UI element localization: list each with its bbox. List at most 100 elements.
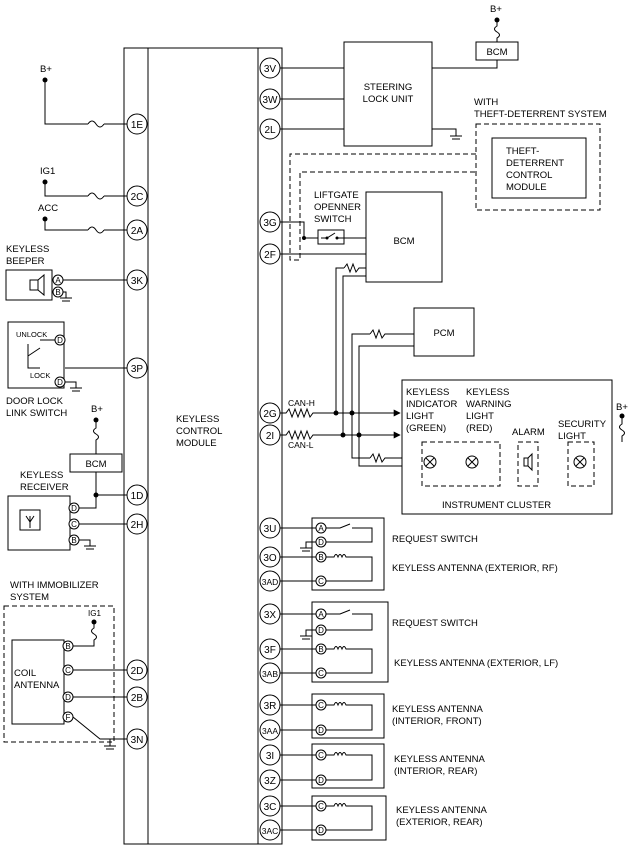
indicator-label-4: (GREEN) [406,423,446,434]
pin-3U: 3U [264,524,277,535]
coil-pin-b: B [65,642,70,651]
right-pins: 3V 3W 2L 3G 2F 2G 2I 3U 3O 3AD 3X 3F 3AB… [259,57,281,841]
pin-3AD: 3AD [262,577,279,587]
ext-rear-antenna: C D KEYLESS ANTENNA (EXTERIOR, REAR) [280,795,487,841]
cluster-title: INSTRUMENT CLUSTER [442,500,551,511]
pin-2B: 2B [131,693,144,704]
liftgate-label-3: SWITCH [314,214,352,225]
pcm: PCM [413,307,475,357]
instrument-cluster: KEYLESS INDICATOR LIGHT (GREEN) KEYLESS … [401,379,628,515]
receiver-label-2: RECEIVER [20,482,69,493]
pin-3V: 3V [264,64,277,75]
beeper-pin-a: A [55,276,61,285]
pin-2A: 2A [131,226,144,237]
bcm-label-left: BCM [85,459,106,470]
pin-3AA: 3AA [262,726,278,736]
pin-2C: 2C [131,192,144,203]
beeper-label-1: KEYLESS [6,244,49,255]
left-pins: 1E 2C 2A 3K 3P 1D 2H 2D 2B 3N [126,113,148,750]
int-rear-label-2: (INTERIOR, REAR) [394,766,477,777]
int-front-antenna: C D KEYLESS ANTENNA (INTERIOR, FRONT) [280,693,483,739]
pin-3G: 3G [263,218,277,229]
int-rear-pin-c: C [318,751,324,760]
pin-2L: 2L [264,125,276,136]
theft-module-label-4: MODULE [506,182,547,193]
rf-request-switch-label: REQUEST SWITCH [392,534,478,545]
bcm-label-mid: BCM [393,236,414,247]
coil-pin-f: F [66,713,71,722]
ext-rear-label-2: (EXTERIOR, REAR) [396,817,483,828]
indicator-lamp-icon [423,455,437,469]
pin-2D: 2D [131,666,144,677]
power-acc-2a: ACC [38,203,127,234]
pin-3P: 3P [131,364,144,375]
can-h-label: CAN-H [288,398,315,408]
can-bus: CAN-H CAN-L [280,262,414,467]
bplus-label-2: B+ [91,404,103,415]
rf-pin-b: B [318,553,323,562]
coil-label-2: ANTENNA [14,680,60,691]
lock-switch-pin-1: D [57,336,63,345]
coil-pin-c: C [65,666,71,675]
steering-lock-unit: STEERING LOCK UNIT [280,41,498,147]
module-label-3: MODULE [176,438,217,449]
pin-3F: 3F [264,645,276,656]
ext-rear-label-1: KEYLESS ANTENNA [396,805,487,816]
pin-1E: 1E [131,120,144,131]
security-label-1: SECURITY [558,419,607,430]
bcm-top: B+ BCM [475,4,519,61]
pin-2F: 2F [264,250,276,261]
ext-rear-pin-d: D [318,826,324,835]
theft-module-label-3: CONTROL [506,170,552,181]
pin-3O: 3O [263,553,277,564]
pin-3I: 3I [266,751,274,762]
receiver-pin-c: C [71,520,77,529]
warning-label-1: KEYLESS [466,387,509,398]
pin-3C: 3C [264,802,277,813]
security-label-2: LIGHT [558,431,586,442]
pin-3X: 3X [264,610,277,621]
power-bplus-1e: B+ [40,64,127,128]
alarm-buzzer-icon [523,457,529,467]
rf-pin-a: A [318,524,324,533]
lf-request-antenna: A D B C REQUEST SWITCH KEYLESS ANTENNA (… [280,601,558,683]
indicator-label-1: KEYLESS [406,387,449,398]
beeper-pin-b: B [55,288,60,297]
can-l-label: CAN-L [288,440,314,450]
lf-antenna-label: KEYLESS ANTENNA (EXTERIOR, LF) [394,658,558,669]
bcm-label-top: BCM [486,47,507,58]
rf-pin-d: D [318,538,324,547]
warning-label-4: (RED) [466,423,492,434]
pcm-label: PCM [433,328,454,339]
warning-label-3: LIGHT [466,411,494,422]
ig1-label: IG1 [40,166,55,177]
ig1-label-2: IG1 [88,609,101,618]
pin-3AB: 3AB [262,669,278,679]
pin-3R: 3R [264,701,277,712]
indicator-label-2: INDICATOR [406,399,458,410]
liftgate-switch-bcm: LIFTGATE OPENNER SWITCH BCM [280,190,443,283]
int-rear-antenna: C D KEYLESS ANTENNA (INTERIOR, REAR) [280,743,485,789]
immobilizer-system: WITH IMMOBILIZER SYSTEM IG1 COIL ANTENNA… [3,580,127,750]
module-label-1: KEYLESS [176,414,219,425]
acc-label: ACC [38,203,58,214]
unlock-label: UNLOCK [16,330,47,339]
lf-pin-a: A [318,610,324,619]
pin-3N: 3N [131,735,144,746]
beeper-label-2: BEEPER [6,256,45,267]
pin-2I: 2I [266,431,274,442]
pin-3W: 3W [263,95,279,106]
module-label-2: CONTROL [176,426,222,437]
lf-pin-b: B [318,645,323,654]
int-rear-label-1: KEYLESS ANTENNA [394,754,485,765]
lf-pin-c: C [318,669,324,678]
keyless-control-module: KEYLESS CONTROL MODULE [123,47,283,845]
alarm-label: ALARM [512,427,545,438]
int-front-label-1: KEYLESS ANTENNA [392,704,483,715]
rf-pin-c: C [318,577,324,586]
power-ig1-2c: IG1 [40,166,127,200]
steering-label-1: STEERING [364,82,413,93]
pin-2G: 2G [263,409,277,420]
door-lock-label-1: DOOR LOCK [6,396,64,407]
receiver-pin-b: B [71,536,76,545]
